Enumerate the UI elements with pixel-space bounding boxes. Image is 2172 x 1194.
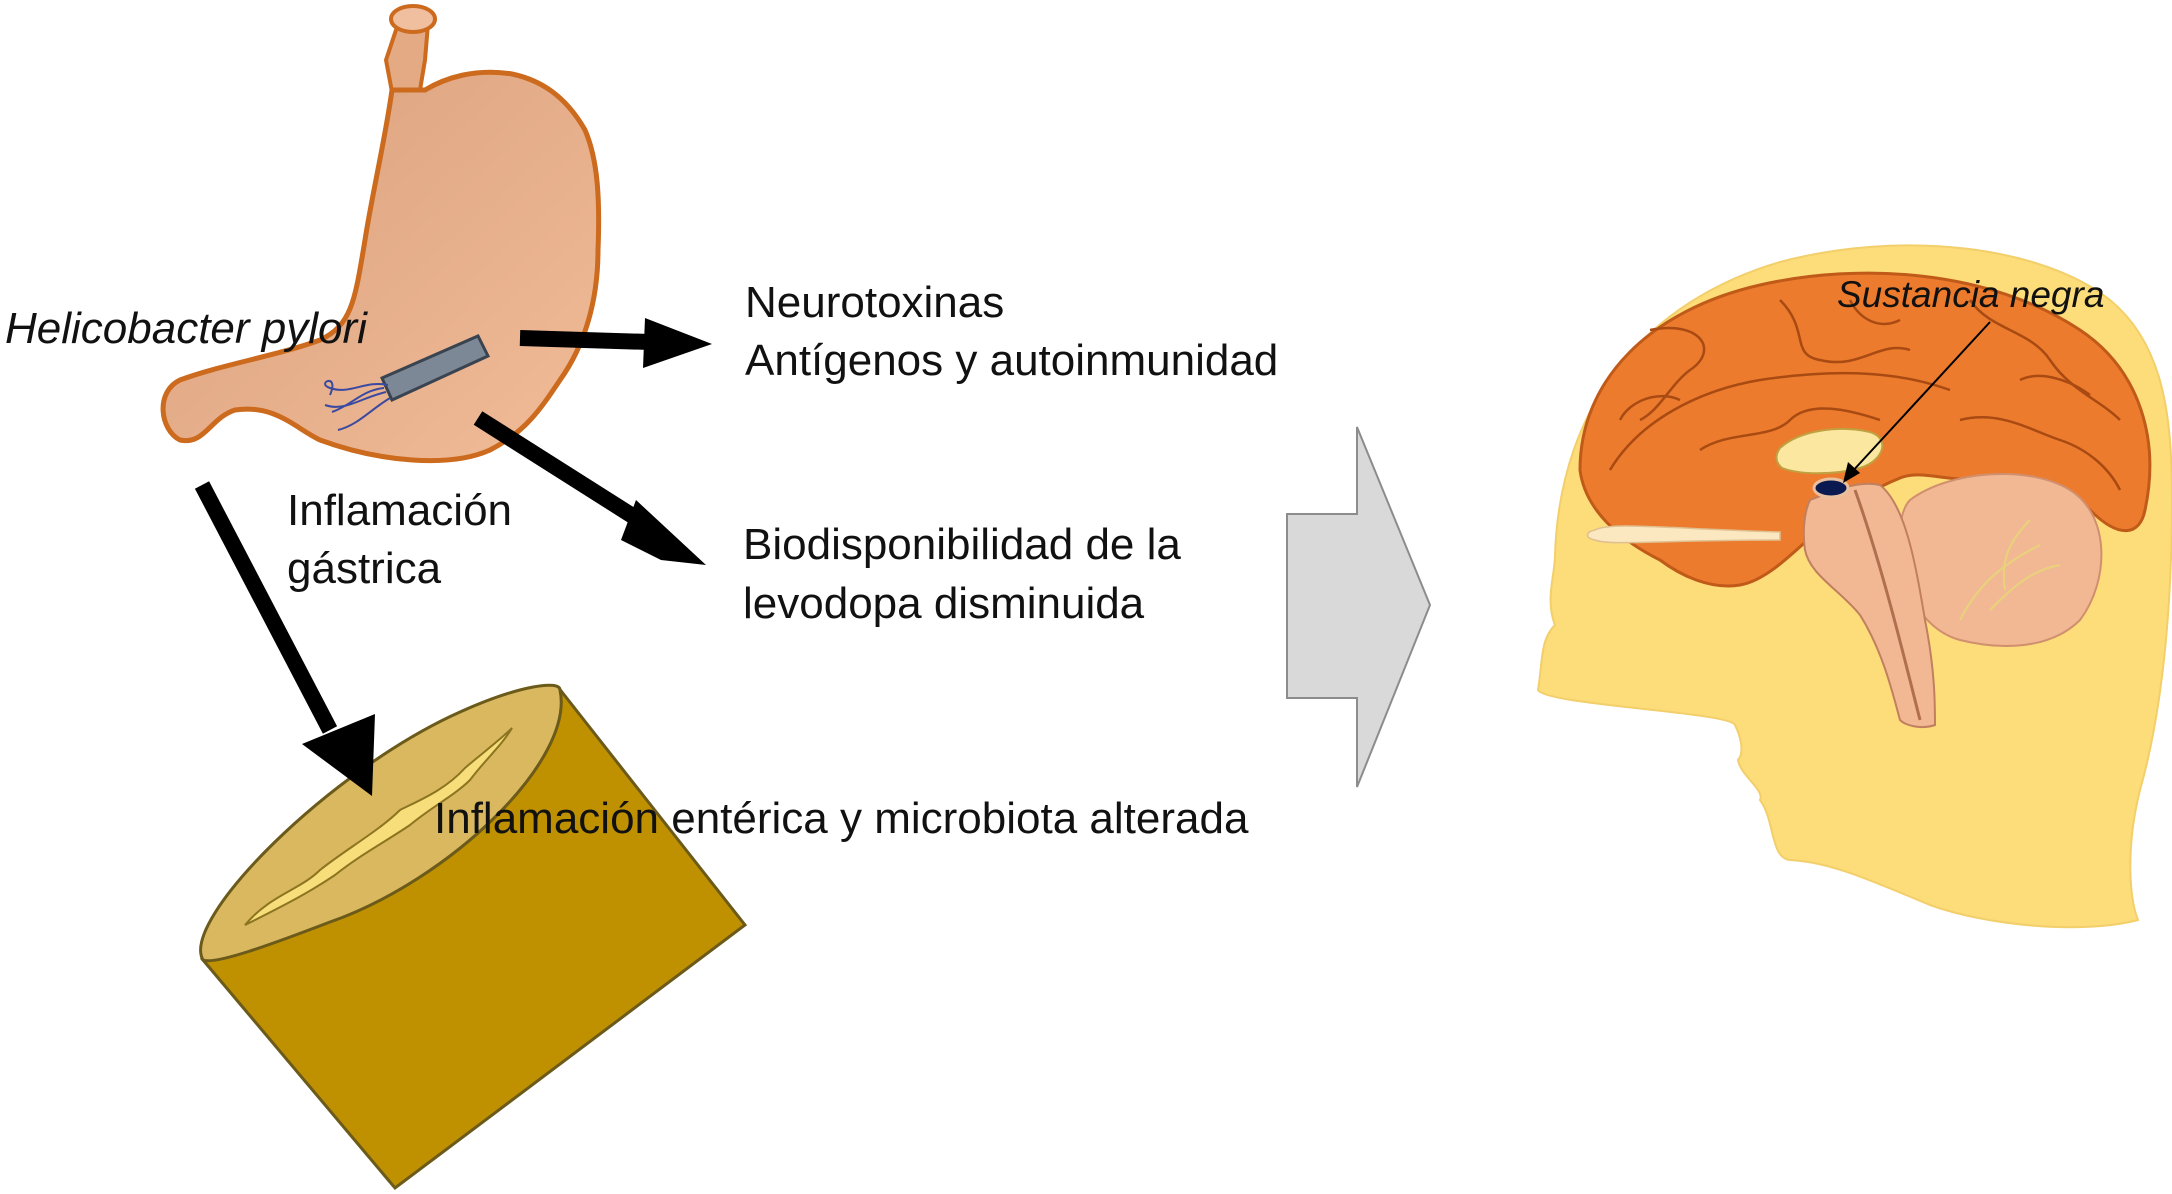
nigra-pointer-head [1843,462,1860,483]
esophagus-opening [389,4,437,34]
cerebellum [1898,472,2103,647]
nigra-pointer-line [1849,321,1991,475]
brain-gyri [1608,299,2122,491]
arrow-to-neurotoxins [519,318,712,368]
stomach-illustration [160,4,602,464]
arrow-to-levodopa [473,411,706,565]
olfactory-bulb [1586,525,1781,544]
corpus-callosum [1775,427,1884,475]
substantia-nigra-marker [1812,477,1850,499]
enteric-inflammation-label: Inflamación entérica y microbiota altera… [434,794,1249,843]
gastric-inflammation-label-line1: Inflamación [287,486,513,535]
brainstem [1802,482,1937,729]
intestine-illustration [199,683,748,1191]
head-illustration [1536,244,2172,929]
antigens-label: Antígenos y autoinmunidad [745,336,1279,385]
gastric-inflammation-label-line2: gástrica [287,544,442,593]
intestine-lumen [244,727,513,926]
bacteria-label: Helicobacter pylori [5,304,367,353]
helicobacter-bacterium [324,334,491,431]
levodopa-label-line1: Biodisponibilidad de la [743,520,1181,569]
cerebellum-folia [1959,519,2061,621]
arrow-to-intestine [194,481,375,796]
neurotoxins-label: Neurotoxinas [745,278,1005,327]
gut-to-brain-arrow [1286,426,1432,788]
levodopa-label-line2: levodopa disminuida [743,579,1145,628]
substantia-nigra-label: Sustancia negra [1837,274,2105,315]
stomach-body [160,69,602,464]
esophagus [383,22,431,95]
